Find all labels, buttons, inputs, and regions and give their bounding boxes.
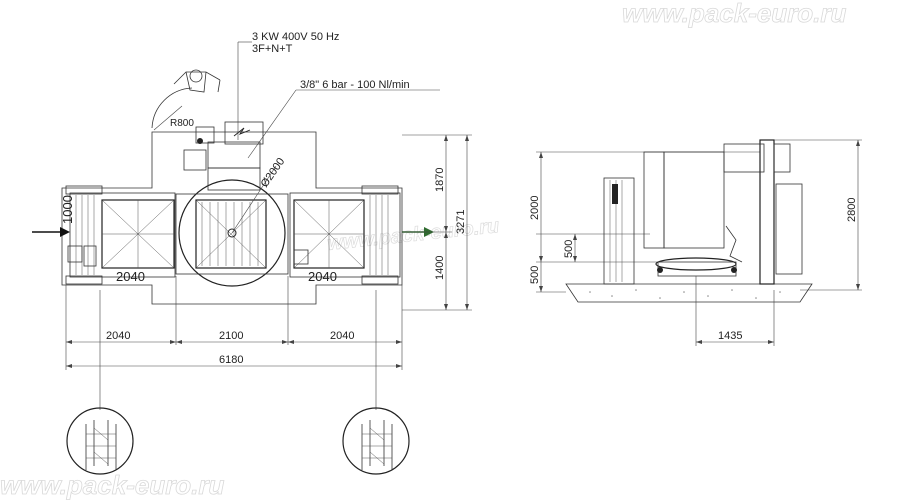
diameter-label: Ø2000 [259,156,288,190]
control-box [195,126,215,144]
floor-foundation [565,283,813,303]
phase-spec-label: 3F+N+T [252,43,293,55]
mast-base [207,167,261,191]
callout-right-circle [342,407,410,475]
left-conveyor-rollers [75,195,95,275]
side-pallet-load [663,151,725,249]
mast-housing [207,141,261,169]
side-mast [759,139,775,285]
dim-upper-vertical-label: 1870 [434,168,446,192]
dim-total-length-label: 6180 [219,354,243,366]
side-pallet-edge [643,151,665,249]
side-carriage [723,143,765,173]
diameter-leader [231,165,277,234]
watermark-center: www.pack-euro.ru [326,215,500,255]
left-conveyor-leg-bottom [65,275,103,285]
dim-machine-height-label: 2800 [846,198,858,222]
turntable-circle [178,179,286,287]
turntable-center-marker [227,228,237,238]
emergency-stop-icon [197,138,203,144]
safety-fence-outline [61,131,403,305]
left-conveyor-gearbox [83,245,97,267]
dim-lower-vertical-label: 1400 [434,256,446,280]
frame-detail-left-icon [85,420,117,470]
center-frame [175,193,289,275]
right-section-label: 2040 [308,269,337,284]
callout-right [342,407,410,475]
carriage-left [183,149,207,171]
watermark-top-right: www.pack-euro.ru [622,0,847,28]
radius-label: R800 [170,118,194,129]
side-left-conveyor [603,177,635,285]
side-mast-head [773,143,791,173]
operator-figure-icon [173,69,221,93]
side-control-cabinet [775,183,803,275]
dim-turntable-level-label: 500 [563,240,575,258]
dim-bottom-left-label: 2040 [106,330,130,342]
left-section-label: 2040 [116,269,145,284]
dim-base-width-label: 1435 [718,330,742,342]
right-conveyor-leg-bottom [361,275,399,285]
air-spec-label: 3/8" 6 bar - 100 Nl/min [300,79,410,91]
dim-conveyor-level-label: 500 [529,266,541,284]
power-spec-label: 3 KW 400V 50 Hz [252,31,339,43]
right-conveyor-rollers [369,195,389,275]
center-rollers [201,202,259,266]
plan-view: Ø2000 R800 3 KW 400V 50 Hz 3F+N+T 3/8" 6… [32,31,472,410]
right-conveyor [289,192,401,278]
left-conveyor-motor [67,245,83,263]
callout-left-circle [66,407,134,475]
right-conveyor-leg-top [361,185,399,195]
side-turntable [655,257,737,271]
center-pallet-box [195,199,267,269]
dim-bottom-right-label: 2040 [330,330,354,342]
side-left-conveyor-guard [612,184,618,204]
left-conveyor [69,192,176,278]
radius-leader [153,105,183,131]
right-conveyor-motor [293,249,309,265]
callout-left [66,407,134,475]
entry-arrow-icon [60,227,70,237]
side-view: 2000 500 500 2800 [529,139,862,346]
left-conveyor-leg-top [65,185,103,195]
watermark-bottom-left: www.pack-euro.ru [0,470,225,500]
lightning-icon [233,127,251,137]
conveyor-height-label: 1000 [60,195,75,224]
electrical-panel [224,121,264,145]
dim-bottom-center-label: 2100 [219,330,243,342]
frame-detail-right-icon [361,420,393,470]
side-film-roll-icon [725,225,743,263]
operator-radius-arc [151,87,193,129]
dim-total-vertical-label: 3271 [455,210,467,234]
dim-pallet-height-label: 2000 [529,196,541,220]
air-leader [247,89,297,159]
